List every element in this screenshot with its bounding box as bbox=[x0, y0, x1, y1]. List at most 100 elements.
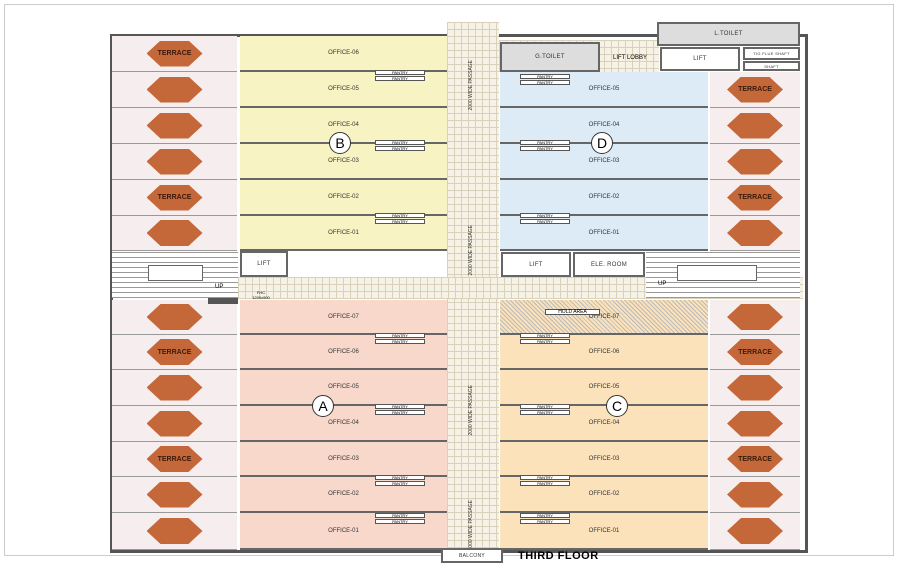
terrace-3-4: TERRACE bbox=[710, 442, 800, 477]
office-a-1: OFFICE-07 bbox=[240, 300, 447, 335]
terrace-deck-icon: TERRACE bbox=[727, 76, 783, 103]
fhc-size: 1200x900 bbox=[252, 295, 270, 300]
office-c-5: OFFICE-03 bbox=[500, 442, 708, 477]
pantry-c-2: PANTRY bbox=[520, 475, 570, 480]
terrace-3-0 bbox=[710, 300, 800, 335]
pantry-a-3b: PANTRY bbox=[375, 519, 425, 524]
terrace-1-1 bbox=[710, 108, 800, 144]
hold-area-label: HOLD AREA bbox=[545, 309, 600, 315]
terrace-1-4 bbox=[710, 216, 800, 251]
stair-up-right: UP bbox=[658, 281, 667, 287]
terrace-3-2 bbox=[710, 370, 800, 406]
office-d-4: OFFICE-02 bbox=[500, 180, 708, 216]
terrace-deck-icon bbox=[727, 148, 783, 175]
stair-well-right bbox=[677, 265, 757, 281]
terrace-deck-icon bbox=[146, 304, 203, 330]
passage-label-4: 2000 WIDE PASSAGE bbox=[468, 500, 474, 551]
g-toilet: G.TOILET bbox=[500, 42, 600, 72]
terrace-0-1 bbox=[112, 72, 237, 108]
pantry-c-3b: PANTRY bbox=[520, 519, 570, 524]
terrace-deck-icon bbox=[146, 76, 203, 103]
office-a-5: OFFICE-03 bbox=[240, 442, 447, 477]
terrace-deck-icon: TERRACE bbox=[727, 446, 783, 472]
office-c-1: OFFICE-07 bbox=[500, 300, 708, 335]
terrace-deck-icon bbox=[146, 374, 203, 401]
terrace-deck-icon: TERRACE bbox=[727, 184, 783, 211]
pantry-b-1: PANTRY bbox=[375, 140, 425, 145]
terrace-0-2 bbox=[112, 108, 237, 144]
office-c-3: OFFICE-05 bbox=[500, 370, 708, 406]
pantry-b-0: PANTRY bbox=[375, 70, 425, 75]
terrace-deck-icon bbox=[727, 410, 783, 437]
terrace-deck-icon bbox=[146, 481, 203, 508]
pantry-c-2b: PANTRY bbox=[520, 481, 570, 486]
pantry-d-1: PANTRY bbox=[520, 140, 570, 145]
stair-up-left: UP bbox=[215, 284, 224, 290]
staircase-right bbox=[646, 251, 800, 298]
terrace-1-2 bbox=[710, 144, 800, 180]
terrace-2-3 bbox=[112, 406, 237, 442]
terrace-0-0: TERRACE bbox=[112, 36, 237, 72]
block-label-a: A bbox=[312, 395, 334, 417]
terrace-0-5 bbox=[112, 216, 237, 251]
terrace-deck-icon: TERRACE bbox=[727, 339, 783, 365]
terrace-deck-icon bbox=[727, 518, 783, 544]
terrace-deck-icon bbox=[146, 518, 203, 544]
lift-lobby-label: LIFT LOBBY bbox=[613, 55, 647, 61]
pantry-a-2b: PANTRY bbox=[375, 481, 425, 486]
terrace-deck-icon: TERRACE bbox=[146, 339, 203, 365]
pantry-b-1b: PANTRY bbox=[375, 146, 425, 151]
pantry-c-1b: PANTRY bbox=[520, 410, 570, 415]
block-label-d: D bbox=[591, 132, 613, 154]
pantry-a-1: PANTRY bbox=[375, 404, 425, 409]
lift-top-right: LIFT bbox=[660, 47, 740, 71]
terrace-deck-icon bbox=[146, 148, 203, 175]
terrace-3-5 bbox=[710, 477, 800, 513]
passage-label-3: 2000 WIDE PASSAGE bbox=[468, 385, 474, 436]
terrace-1-0: TERRACE bbox=[710, 72, 800, 108]
shaft: SHAFT bbox=[743, 61, 800, 71]
terrace-1-3: TERRACE bbox=[710, 180, 800, 216]
terrace-2-0 bbox=[112, 300, 237, 335]
stair-well-left bbox=[148, 265, 203, 281]
pantry-d-0b: PANTRY bbox=[520, 80, 570, 85]
office-a-3: OFFICE-05 bbox=[240, 370, 447, 406]
terrace-deck-icon bbox=[146, 410, 203, 437]
office-b-5: OFFICE-02 bbox=[240, 180, 447, 216]
terrace-deck-icon bbox=[727, 481, 783, 508]
floor-title: THIRD FLOOR bbox=[518, 550, 599, 562]
pantry-a-1b: PANTRY bbox=[375, 410, 425, 415]
pantry-a-3: PANTRY bbox=[375, 513, 425, 518]
office-b-6: OFFICE-01 bbox=[240, 216, 447, 251]
pantry-a-0: PANTRY bbox=[375, 333, 425, 338]
terrace-3-6 bbox=[710, 513, 800, 550]
terrace-3-1: TERRACE bbox=[710, 335, 800, 370]
office-d-1: OFFICE-05 bbox=[500, 72, 708, 108]
pantry-b-0b: PANTRY bbox=[375, 76, 425, 81]
pantry-c-3: PANTRY bbox=[520, 513, 570, 518]
terrace-2-4: TERRACE bbox=[112, 442, 237, 477]
terrace-0-3 bbox=[112, 144, 237, 180]
fhc-label: FHC bbox=[256, 290, 266, 295]
terrace-deck-icon bbox=[146, 112, 203, 139]
pantry-d-0: PANTRY bbox=[520, 74, 570, 79]
block-label-b: B bbox=[329, 132, 351, 154]
terrace-deck-icon bbox=[727, 112, 783, 139]
pantry-c-1: PANTRY bbox=[520, 404, 570, 409]
pantry-a-2: PANTRY bbox=[375, 475, 425, 480]
passage-label-2: 2000 WIDE PASSAGE bbox=[468, 225, 474, 276]
terrace-deck-icon: TERRACE bbox=[146, 184, 203, 211]
terrace-deck-icon bbox=[727, 220, 783, 246]
fire-hose-cabinet bbox=[208, 298, 238, 304]
terrace-deck-icon bbox=[146, 220, 203, 246]
terrace-2-2 bbox=[112, 370, 237, 406]
tig-flue-shaft: TIG FLUE SHAFT bbox=[743, 47, 800, 60]
terrace-deck-icon bbox=[727, 304, 783, 330]
ele-room: ELE. ROOM bbox=[573, 252, 645, 277]
office-b-1: OFFICE-06 bbox=[240, 36, 447, 72]
terrace-3-3 bbox=[710, 406, 800, 442]
terrace-0-4: TERRACE bbox=[112, 180, 237, 216]
terrace-2-6 bbox=[112, 513, 237, 550]
pantry-a-0b: PANTRY bbox=[375, 339, 425, 344]
